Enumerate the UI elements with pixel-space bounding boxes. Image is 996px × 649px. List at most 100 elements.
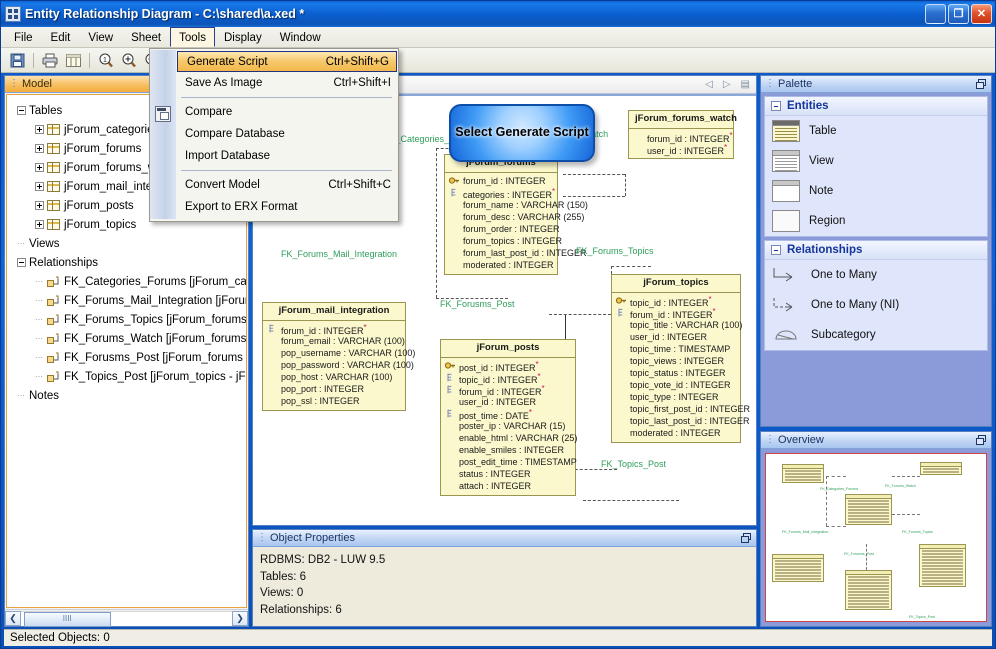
print-icon[interactable]	[40, 51, 60, 70]
relationship-label[interactable]: FK_Topics_Post	[601, 459, 667, 469]
expand-icon[interactable]	[35, 220, 44, 229]
palette-group-header[interactable]: Entities	[765, 97, 987, 116]
object-properties-title: Object Properties	[270, 532, 355, 544]
menu-item-edit[interactable]: Edit	[50, 32, 71, 44]
prev-sheet-icon[interactable]: ◁	[705, 79, 713, 90]
er-column-label: forum_desc : VARCHAR (255)	[463, 211, 585, 222]
tree-item[interactable]: ⋯FK_Topics_Post [jForum_topics - jForum_…	[13, 367, 246, 386]
expand-icon[interactable]	[35, 182, 44, 191]
scroll-right-button[interactable]: ❯	[232, 610, 248, 626]
tree-item[interactable]: ⋯FK_Categories_Forums [jForum_categories…	[13, 272, 246, 291]
tree-item[interactable]: ⋯FK_Forums_Watch [jForum_forums - jForum…	[13, 329, 246, 348]
tree-item[interactable]: Tables	[13, 101, 244, 120]
menu-option-compare-database[interactable]: Compare Database	[176, 123, 398, 145]
relationship-label[interactable]: FK_Forusms_Post	[440, 299, 515, 309]
er-column: post_time : DATE*	[445, 408, 571, 421]
collapse-icon[interactable]	[771, 101, 781, 111]
tree-item[interactable]: ⋯FK_Forums_Topics [jForum_forums - jForu…	[13, 310, 246, 329]
tree-item[interactable]: jForum_topics	[13, 215, 244, 234]
palette-item-view[interactable]: View	[765, 146, 987, 176]
zoom-in-icon[interactable]	[119, 51, 139, 70]
palette-item-region[interactable]: Region	[765, 206, 987, 236]
menu-option-import-database[interactable]: Import Database	[176, 145, 398, 167]
palette-group-header[interactable]: Relationships	[765, 241, 987, 260]
scroll-left-button[interactable]: ❮	[5, 610, 21, 626]
menu-item-file[interactable]: File	[14, 32, 33, 44]
tree-item[interactable]: jForum_categories	[13, 120, 244, 139]
maximize-button[interactable]: ❐	[948, 4, 969, 24]
palette-item-one-to-many[interactable]: One to Many	[765, 260, 987, 290]
object-properties-header: ⋮ Object Properties	[253, 530, 756, 547]
model-tree-hscrollbar[interactable]: ❮ ❯	[5, 609, 248, 627]
palette-item-note[interactable]: Note	[765, 176, 987, 206]
expand-icon[interactable]	[35, 201, 44, 210]
relationship-label[interactable]: FK_Forums_Mail_Integration	[281, 249, 398, 259]
menu-item-window[interactable]: Window	[279, 32, 321, 44]
grid-icon[interactable]	[63, 51, 83, 70]
tree-item[interactable]: jForum_forums	[13, 139, 244, 158]
scroll-track[interactable]	[21, 610, 232, 627]
not-null-marker: *	[712, 306, 716, 316]
menu-item-view[interactable]: View	[88, 32, 114, 44]
next-sheet-icon[interactable]: ▷	[722, 79, 731, 90]
zoom-actual-icon[interactable]: 1	[96, 51, 116, 70]
menu-item-tools[interactable]: Tools	[170, 27, 215, 47]
tree-item[interactable]: ⋯FK_Forusms_Post [jForum_forums - jForum…	[13, 348, 246, 367]
connector-line	[436, 148, 437, 298]
er-column-label: topic_status : INTEGER	[630, 367, 726, 378]
menu-option-export-to-erx-format[interactable]: Export to ERX Format	[176, 196, 398, 218]
collapse-icon[interactable]	[771, 245, 781, 255]
minimize-button[interactable]: _	[925, 4, 946, 24]
menu-item-display[interactable]: Display	[224, 32, 262, 44]
menu-item-sheet[interactable]: Sheet	[131, 32, 162, 44]
er-column-label: topic_id : INTEGER	[630, 297, 709, 308]
tree-leaf-dots-icon: ⋯	[35, 295, 43, 305]
collapse-icon[interactable]	[17, 106, 26, 115]
model-panel-title: Model	[22, 78, 52, 90]
collapse-icon[interactable]	[17, 258, 26, 267]
tree-item[interactable]: ⋯Views	[13, 234, 244, 253]
tree-item[interactable]: jForum_posts	[13, 196, 244, 215]
save-icon[interactable]	[7, 51, 27, 70]
expand-icon[interactable]	[35, 144, 44, 153]
relationship-label[interactable]: FK_Categories_Forums	[384, 134, 480, 144]
restore-panel-icon[interactable]	[975, 434, 987, 446]
tree-item[interactable]: ⋯Notes	[13, 386, 244, 405]
expand-icon[interactable]	[35, 163, 44, 172]
relationship-label[interactable]: FK_Forums_Topics	[576, 246, 654, 256]
tree-item[interactable]: ⋯FK_Forums_Mail_Integration [jForum_foru…	[13, 291, 246, 310]
palette-item-table[interactable]: Table	[765, 116, 987, 146]
tree-item[interactable]: Relationships	[13, 253, 244, 272]
scroll-thumb[interactable]	[24, 611, 111, 627]
compare-icon	[155, 106, 171, 122]
expand-icon[interactable]	[35, 125, 44, 134]
palette-item-subcategory[interactable]: Subcategory	[765, 320, 987, 350]
close-button[interactable]: ✕	[971, 4, 992, 24]
table-icon	[47, 219, 60, 230]
menu-option-compare[interactable]: Compare	[176, 101, 398, 123]
restore-panel-icon[interactable]	[975, 78, 987, 90]
minimap-table	[772, 554, 824, 582]
sheet-list-icon[interactable]: ▤	[740, 79, 750, 90]
palette-group-title: Relationships	[787, 244, 863, 256]
er-column-label: forum_email : VARCHAR (100)	[281, 335, 405, 346]
restore-panel-icon[interactable]	[740, 532, 752, 544]
palette-item-one-to-many-ni[interactable]: One to Many (NI)	[765, 290, 987, 320]
palette-item-label: One to Many (NI)	[811, 299, 900, 311]
er-column: pop_username : VARCHAR (100)	[267, 347, 415, 359]
